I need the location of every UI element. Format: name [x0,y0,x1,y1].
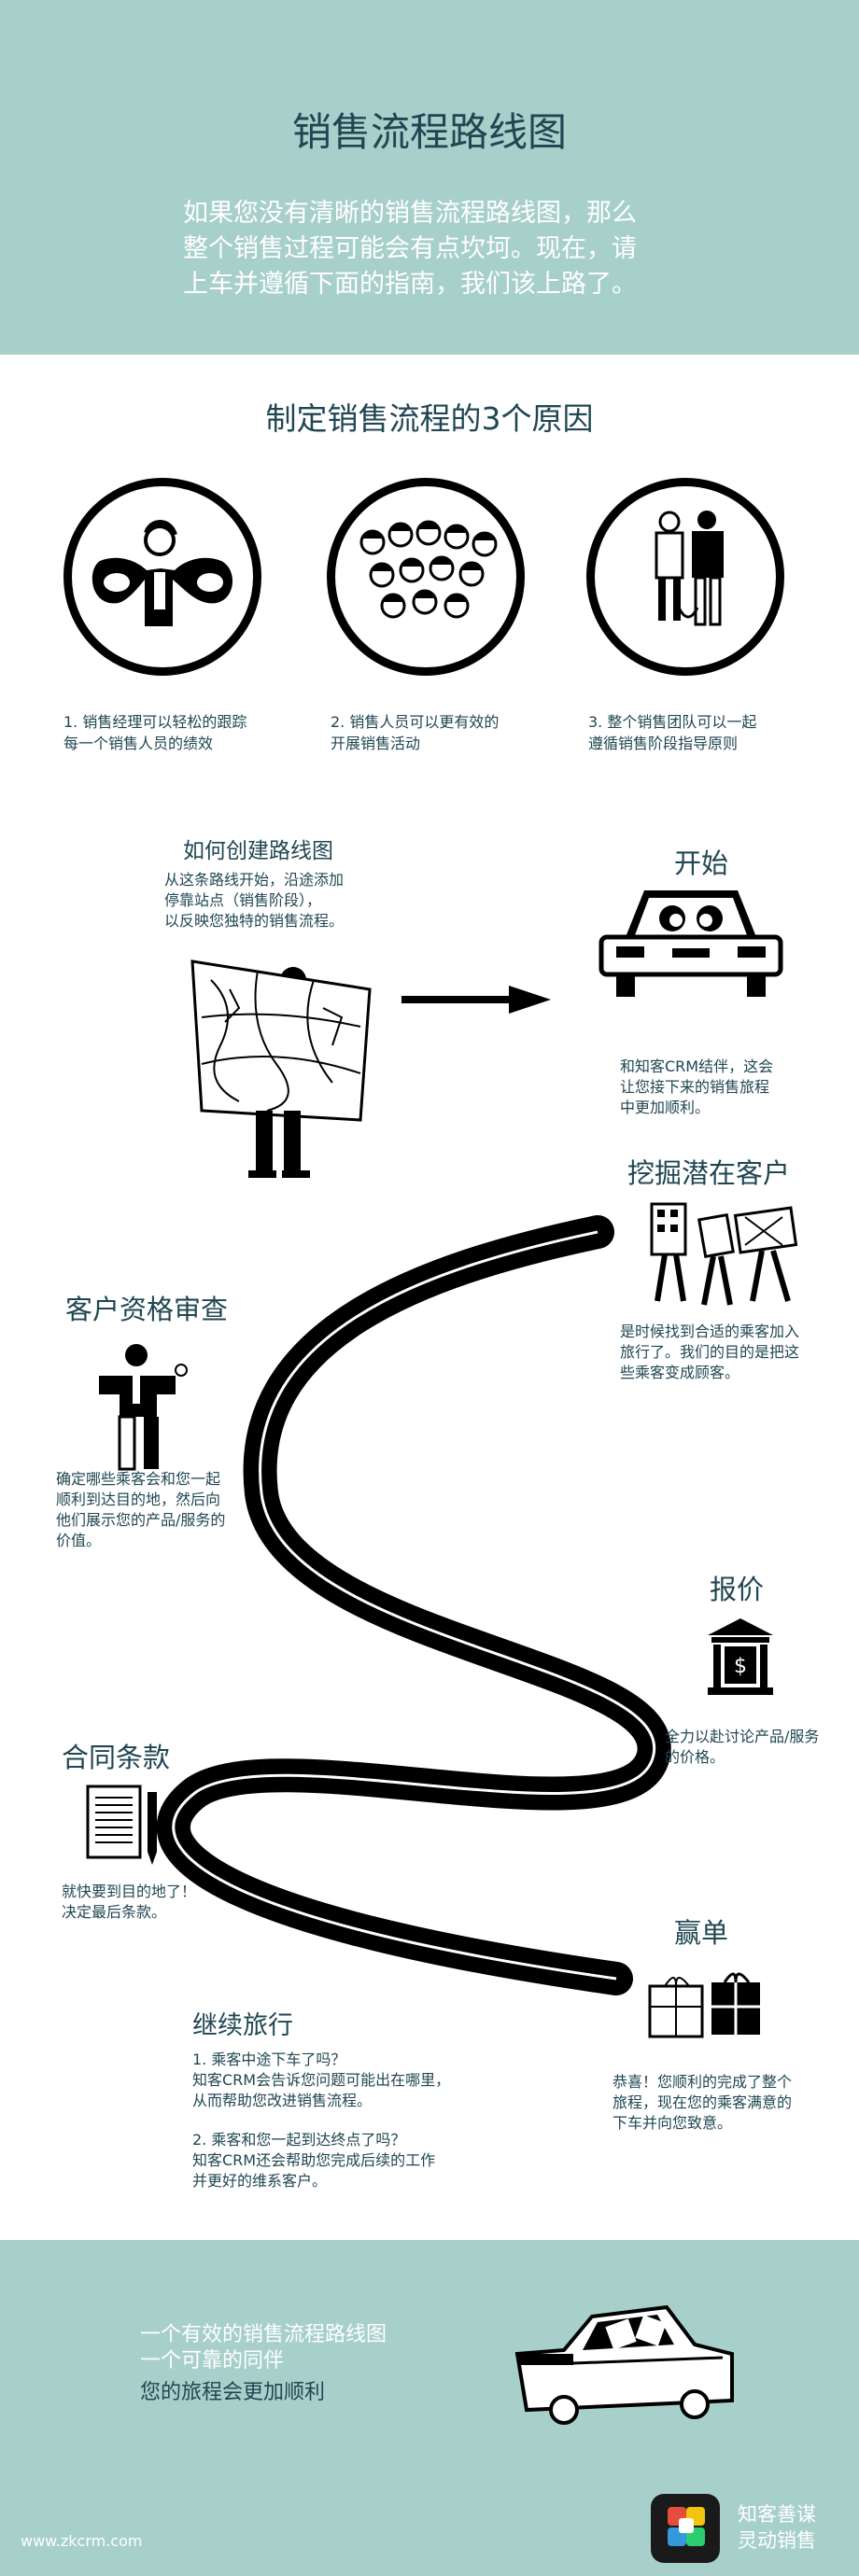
stage-contract-text: 就快要到目的地了！ 决定最后条款。 [62,1882,196,1923]
stage-line: 从而帮助您改进销售流程。 [192,2092,373,2109]
stage-line: 的价格。 [665,1748,725,1766]
page-title: 销售流程路线图 [291,109,567,155]
stage-line: 是时候找到合适的乘客加入 [620,1323,800,1340]
footer-line-3: 您的旅程会更加顺利 [140,2381,326,2404]
stage-line: 恭喜！您顺利的完成了整个 [613,2073,793,2091]
reason-line: 3. 整个销售团队可以一起 [588,713,757,731]
reason-line: 每一个销售人员的绩效 [63,735,214,752]
reason-line: 1. 销售经理可以轻松的跟踪 [63,713,247,731]
stage-line: 确定哪些乘客会和您一起 [56,1470,221,1488]
stage-line: 价值。 [56,1532,102,1549]
svg-text:$: $ [734,1655,747,1678]
reasons-title: 制定销售流程的3个原因 [265,400,594,437]
stage-win-title: 赢单 [674,1917,729,1949]
reason-3: 3. 整个销售团队可以一起 遵循销售阶段指导原则 [588,711,756,754]
how-to-title: 如何创建路线图 [183,839,333,863]
salespeople-crowd-illustration [327,478,525,676]
arrow-right-icon [401,986,551,1014]
car-illustration [598,890,783,997]
stage-line: 顺利到达目的地，然后向 [56,1491,221,1508]
reason-line: 遵循销售阶段指导原则 [588,735,739,752]
stage-quote-text: 全力以赴讨论产品/服务 的价格。 [665,1727,819,1768]
stage-line: 些乘客变成顾客。 [620,1364,740,1381]
map-reader-illustration [190,959,372,1178]
intro-line: 上车并遵循下面的指南，我们该上路了。 [183,270,637,299]
reason-2: 2. 销售人员可以更有效的 开展销售活动 [331,711,499,754]
reason-line: 开展销售活动 [331,735,421,752]
stage-line: 下车并向您致意。 [613,2114,733,2132]
salesman-illustration [99,1344,188,1471]
bank-dollar-icon: $ [708,1618,773,1695]
stage-line: 和知客CRM结伴，这会 [620,1057,774,1075]
stage-line: 旅行了。我们的目的是把这 [620,1343,800,1361]
stage-prospect-title: 挖掘潜在客户 [627,1157,791,1189]
brand-slogan: 知客善谋 灵动销售 [738,2501,816,2554]
stage-line: 就快要到目的地了！ [62,1883,197,1900]
gift-boxes-icon [648,1972,760,2038]
intro-line: 如果您没有清晰的销售流程路线图，那么 [183,199,637,228]
prospect-illustration [650,1202,798,1306]
stage-line: 2. 乘客和您一起到达终点了吗？ [192,2131,406,2149]
stage-start-title: 开始 [674,847,729,879]
sales-road [156,1215,671,1995]
contract-document-icon [86,1785,157,1865]
how-to-line: 从这条路线开始，沿途添加 [164,871,345,889]
reason-line: 2. 销售人员可以更有效的 [331,713,500,731]
stage-line: 中更加顺利。 [620,1099,711,1116]
stage-quote-title: 报价 [710,1574,765,1605]
stage-line: 并更好的维系客户。 [192,2172,328,2190]
stage-prospect-text: 是时候找到合适的乘客加入 旅行了。我们的目的是把这 些乘客变成顾客。 [620,1322,799,1383]
stage-line: 知客CRM还会帮助您完成后续的工作 [192,2151,436,2169]
footer-line-1: 一个有效的销售流程路线图 [140,2323,387,2346]
stage-line: 知客CRM会告诉您问题可能出在哪里， [192,2071,451,2089]
stage-line: 他们展示您的产品/服务的 [56,1511,226,1529]
stage-qualify-text: 确定哪些乘客会和您一起 顺利到达目的地，然后向 他们展示您的产品/服务的 价值。 [56,1469,225,1551]
footer-line-2: 一个可靠的同伴 [140,2349,285,2373]
stage-continue-text: 1. 乘客中途下车了吗？ 知客CRM会告诉您问题可能出在哪里， 从而帮助您改进销… [192,2050,450,2191]
how-to-line: 停靠站点（销售阶段）， [164,891,322,909]
intro-line: 整个销售过程可能会有点坎坷。现在，请 [183,234,637,263]
how-to-text: 从这条路线开始，沿途添加 停靠站点（销售阶段）， 以反映您独特的销售流程。 [164,870,344,931]
stage-line: 决定最后条款。 [62,1903,167,1921]
reason-1: 1. 销售经理可以轻松的跟踪 每一个销售人员的绩效 [63,711,246,754]
how-to-line: 以反映您独特的销售流程。 [164,912,345,930]
stage-line: 旅程，现在您的乘客满意的 [613,2093,793,2111]
stage-line: 让您接下来的销售旅程 [620,1078,770,1096]
intro-text: 如果您没有清晰的销售流程路线图，那么 整个销售过程可能会有点坎坷。现在，请 上车… [183,196,706,302]
stage-line: 1. 乘客中途下车了吗？ [192,2051,346,2068]
stage-start-text: 和知客CRM结伴，这会 让您接下来的销售旅程 中更加顺利。 [620,1057,773,1118]
brand-line: 灵动销售 [738,2529,816,2552]
stage-line: 全力以赴讨论产品/服务 [665,1728,820,1745]
stage-win-text: 恭喜！您顺利的完成了整个 旅程，现在您的乘客满意的 下车并向您致意。 [613,2072,792,2134]
website-link[interactable]: www.zkcrm.com [21,2532,143,2550]
footer-car-illustration [514,2304,734,2425]
team-illustration [586,478,784,676]
manager-illustration [63,478,261,676]
brand-logo-icon [651,2494,720,2563]
brand-line: 知客善谋 [738,2503,816,2526]
stage-qualify-title: 客户资格审查 [65,1294,229,1325]
header-banner [0,0,859,355]
stage-continue-title: 继续旅行 [192,2011,293,2040]
stage-contract-title: 合同条款 [62,1742,171,1773]
